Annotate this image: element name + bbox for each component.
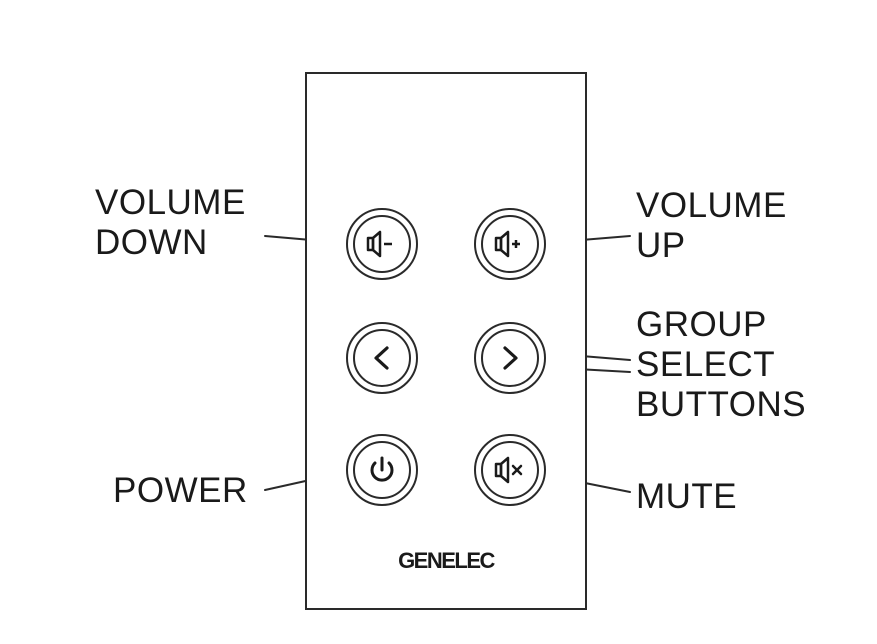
- power-icon: [370, 456, 394, 482]
- speaker-minus-icon: [366, 230, 392, 258]
- group-select-label: GROUP SELECT BUTTONS: [636, 305, 806, 425]
- group-select-label-line3: BUTTONS: [636, 385, 807, 424]
- volume-down-button[interactable]: [346, 208, 418, 280]
- brand-logo: GENELEC: [398, 548, 495, 573]
- group-next-button[interactable]: [474, 322, 546, 394]
- volume-down-label-line2: DOWN: [95, 223, 208, 262]
- group-previous-button[interactable]: [346, 322, 418, 394]
- chevron-left-icon: [374, 346, 389, 370]
- volume-up-label: VOLUME UP: [636, 186, 787, 266]
- volume-up-label-line1: VOLUME: [636, 186, 787, 225]
- group-select-label-line2: SELECT: [636, 345, 776, 384]
- group-select-label-line1: GROUP: [636, 305, 767, 344]
- volume-up-label-line2: UP: [636, 226, 686, 265]
- mute-label: MUTE: [636, 477, 737, 517]
- mute-label-text: MUTE: [636, 477, 738, 516]
- volume-down-label-line1: VOLUME: [95, 183, 246, 222]
- power-label: POWER: [113, 471, 248, 511]
- power-button[interactable]: [346, 434, 418, 506]
- speaker-plus-icon: [494, 230, 520, 258]
- remote-control-body: GENELEC: [305, 72, 587, 610]
- chevron-right-icon: [503, 346, 518, 370]
- mute-button[interactable]: [474, 434, 546, 506]
- volume-up-button[interactable]: [474, 208, 546, 280]
- power-label-text: POWER: [113, 471, 248, 510]
- speaker-mute-icon: [494, 456, 523, 484]
- volume-down-label: VOLUME DOWN: [95, 183, 246, 263]
